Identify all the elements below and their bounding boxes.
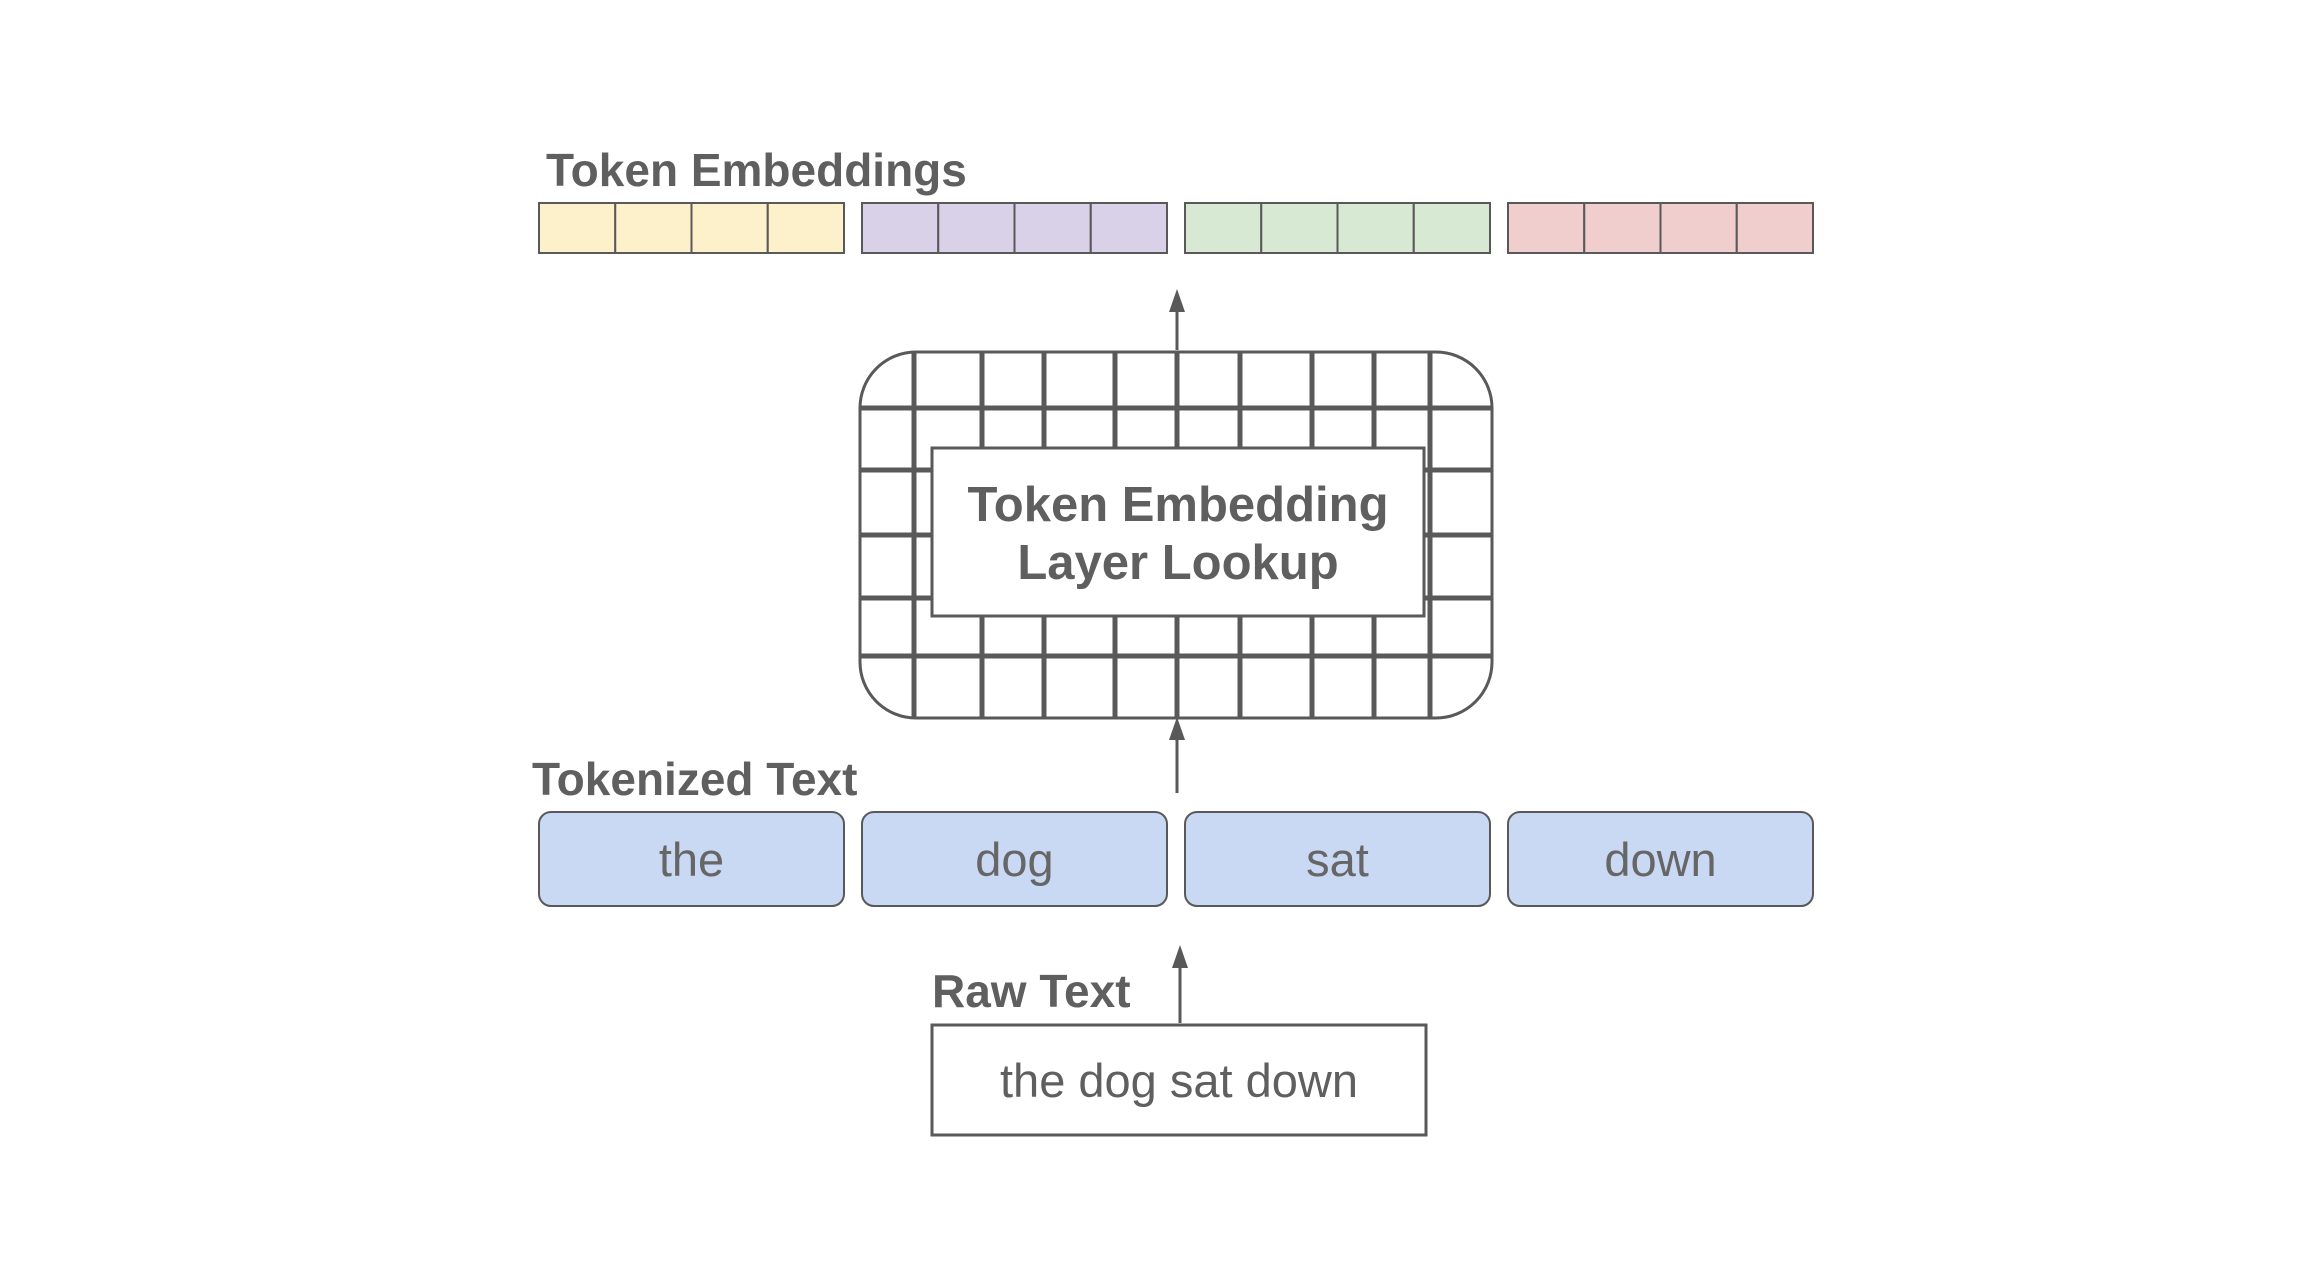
- token-box: dog: [861, 811, 1168, 907]
- token-box: the: [538, 811, 845, 907]
- embedding-cell: [1583, 202, 1662, 254]
- raw-text-heading: Raw Text: [932, 965, 1131, 1017]
- token-box: sat: [1184, 811, 1491, 907]
- token-embeddings-heading: Token Embeddings: [546, 144, 967, 196]
- token-box-shape: [1507, 811, 1814, 907]
- embedding-cell: [1336, 202, 1415, 254]
- embedding-lookup-table: Token Embedding Layer Lookup: [858, 350, 1494, 720]
- raw-text-box: [930, 1023, 1428, 1137]
- embedding-cell: [1260, 202, 1339, 254]
- arrow-tokens-to-lookup: [1169, 717, 1185, 793]
- embedding-cell: [538, 202, 617, 254]
- embedding-vector-3: [1184, 202, 1491, 254]
- token-box-shape: [861, 811, 1168, 907]
- lookup-label-line1: Token Embedding: [967, 478, 1388, 532]
- embedding-cell: [690, 202, 769, 254]
- token-box-shape: [1184, 811, 1491, 907]
- token-label: sat: [1306, 833, 1369, 886]
- embedding-cell: [1507, 202, 1586, 254]
- tokenized-text: the dog sat down: [538, 811, 1814, 907]
- embedding-vector-2: [861, 202, 1168, 254]
- embedding-cell: [1735, 202, 1814, 254]
- embedding-cell: [937, 202, 1016, 254]
- token-embeddings: [538, 202, 1814, 254]
- arrow-raw-to-tokens: [1172, 945, 1188, 1023]
- embedding-vector-1: [538, 202, 845, 254]
- embedding-cell: [1412, 202, 1491, 254]
- lookup-label-box: [930, 446, 1426, 618]
- token-box: down: [1507, 811, 1814, 907]
- embedding-cell: [614, 202, 693, 254]
- token-label: dog: [975, 833, 1053, 886]
- token-label: the: [659, 833, 724, 886]
- arrow-lookup-to-embeddings: [1169, 289, 1185, 350]
- embedding-cell: [766, 202, 845, 254]
- tokenized-text-heading: Tokenized Text: [532, 753, 857, 805]
- embedding-vector-4: [1507, 202, 1814, 254]
- token-box-shape: [538, 811, 845, 907]
- embedding-cell: [1089, 202, 1168, 254]
- embedding-cell: [1013, 202, 1092, 254]
- token-label: down: [1604, 833, 1716, 886]
- embedding-cell: [861, 202, 940, 254]
- lookup-label-line2: Layer Lookup: [1017, 536, 1338, 590]
- embedding-cell: [1659, 202, 1738, 254]
- raw-text-value: the dog sat down: [1000, 1054, 1358, 1107]
- embedding-cell: [1184, 202, 1263, 254]
